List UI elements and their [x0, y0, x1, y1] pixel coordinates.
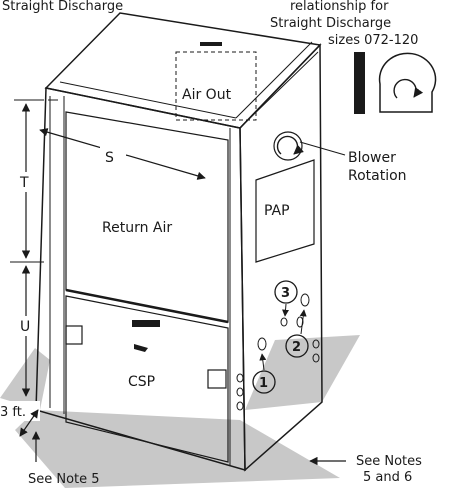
callout-2-number: 2 [292, 340, 301, 355]
header-right-line1: relationship for [290, 0, 389, 14]
blower-housing-icon [354, 52, 437, 114]
header-right-line3: sizes 072-120 [328, 33, 418, 48]
top-vent-slot [200, 42, 222, 46]
callout-3: 3 [274, 280, 298, 317]
header-right-line2: Straight Discharge [270, 16, 391, 31]
dim-u-label: U [20, 319, 30, 335]
csp-left-knockout [65, 325, 83, 345]
return-air-label: Return Air [102, 220, 172, 236]
air-out-label: Air Out [182, 87, 232, 103]
dimension-s: S [39, 128, 206, 180]
dimension-u: U [16, 265, 36, 397]
dim-s-label: S [105, 150, 114, 166]
see-notes-line1: See Notes [356, 454, 422, 469]
see-note5-label: See Note 5 [28, 472, 100, 487]
unit-cabinet: Air Out Return Air CSP PAP [35, 12, 323, 472]
see-notes-line2: 5 and 6 [363, 470, 412, 485]
clearance-label: 3 ft. [0, 405, 26, 420]
callout-2: 2 [285, 309, 309, 358]
pap-panel [255, 159, 315, 263]
csp-panel [65, 295, 229, 463]
floor-clearance-right [245, 335, 360, 410]
callout-3-number: 3 [281, 286, 290, 301]
air-out-outline [175, 51, 257, 121]
dimension-t: T [10, 99, 44, 263]
pap-label: PAP [264, 203, 290, 219]
callout-1-number: 1 [259, 376, 268, 391]
dim-t-label: T [19, 175, 29, 191]
csp-right-knockout [207, 369, 227, 389]
csp-label: CSP [128, 374, 155, 390]
csp-handle [132, 320, 160, 327]
return-air-panel [65, 111, 229, 323]
blower-leader [299, 141, 346, 156]
clearance-dimension: 3 ft. [0, 401, 40, 437]
floor-clearance-left [0, 348, 50, 410]
callout-1: 1 [252, 353, 276, 394]
blower-label-line2: Rotation [348, 168, 407, 184]
brand-logo [134, 344, 148, 352]
header-left-fragment: Straight Discharge [2, 0, 123, 14]
blower-label-line1: Blower [348, 150, 396, 166]
